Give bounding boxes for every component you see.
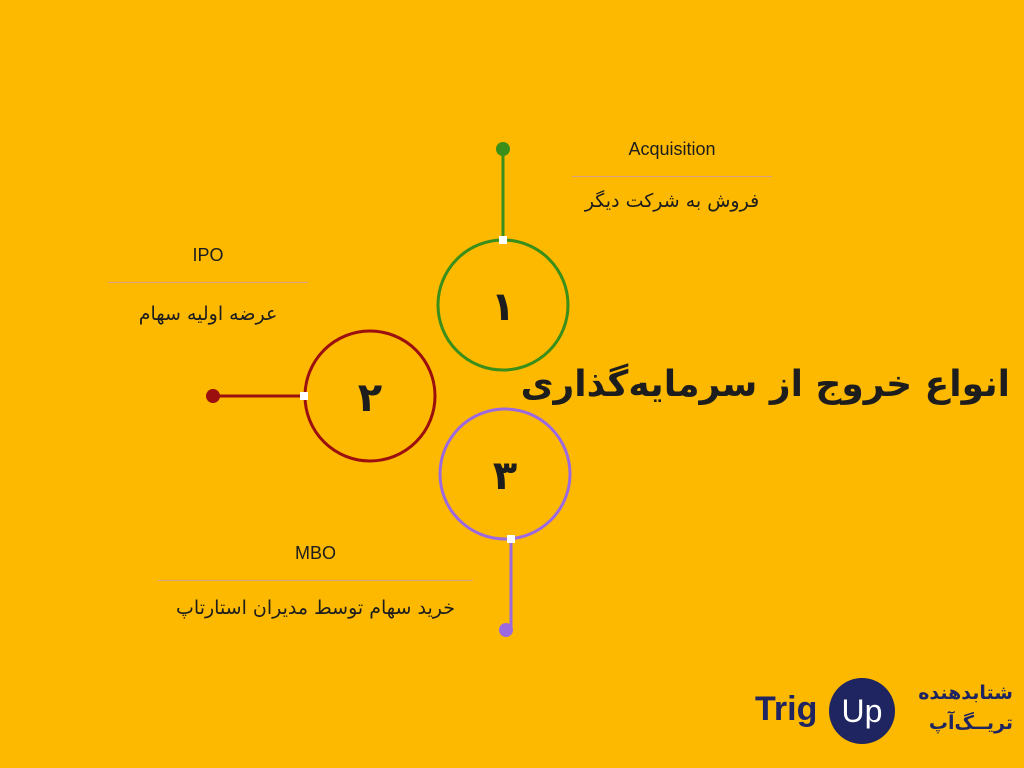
step-1-ring-marker	[499, 236, 507, 244]
step-1-number: ۱	[491, 284, 515, 330]
step-1-divider	[572, 176, 772, 177]
trigup-logo: Trig Up شتابدهنده تریــگ‌آپ	[755, 678, 1015, 748]
step-3-node: ۳	[438, 407, 572, 637]
step-2-node: ۲	[206, 329, 437, 463]
step-3-divider	[158, 580, 473, 581]
logo-persian-line-1: شتابدهنده	[918, 682, 1013, 704]
step-1-english-label: Acquisition	[628, 139, 716, 159]
logo-wordmark: Trig	[755, 690, 818, 728]
step-2-number: ۲	[358, 375, 382, 421]
step-1-endpoint	[496, 142, 510, 156]
step-2-english-label: IPO	[192, 245, 224, 265]
logo-circle-badge: Up	[829, 678, 895, 744]
logo-persian-line-2: تریــگ‌آپ	[928, 712, 1013, 734]
step-1-persian-label: فروش به شرکت دیگر	[584, 190, 760, 212]
step-1-node: ۱	[436, 142, 570, 372]
step-2-ring-marker	[300, 392, 308, 400]
step-2-endpoint	[206, 389, 220, 403]
step-3-number: ۳	[493, 453, 517, 499]
step-2-persian-label: عرضه اولیه سهام	[138, 303, 278, 325]
step-3-ring	[438, 407, 572, 541]
step-3-endpoint	[499, 623, 513, 637]
step-3-ring-marker	[507, 535, 515, 543]
step-3-persian-label: خرید سهام توسط مدیران استارتاپ	[176, 597, 455, 619]
diagram-title: انواع خروج از سرمایه‌گذاری	[520, 364, 1010, 405]
step-2-divider	[108, 282, 308, 283]
step-3-english-label: MBO	[294, 543, 336, 563]
